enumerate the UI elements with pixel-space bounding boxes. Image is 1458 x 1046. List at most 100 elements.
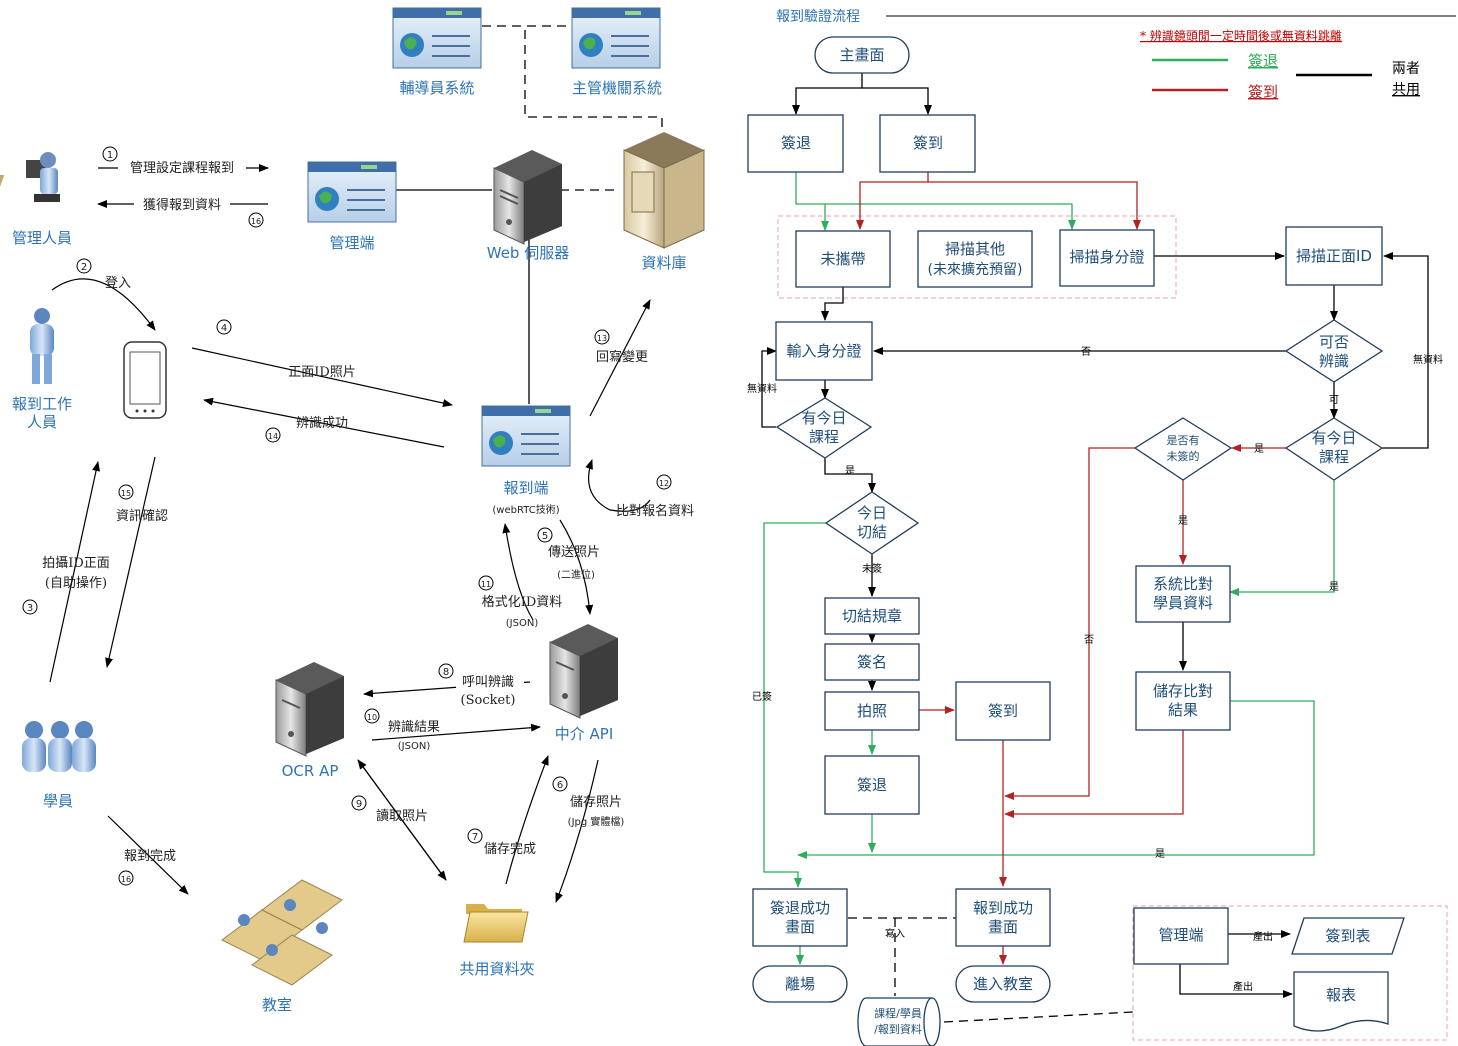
edge-not-signed: 未簽: [862, 562, 882, 575]
node-photo-shape: [824, 691, 920, 731]
node-recog-2: 辨識: [1319, 352, 1349, 370]
node-today-left-shape: [775, 397, 873, 459]
agency-system-icon: [571, 7, 661, 69]
node-unsigned-2: 未簽的: [1167, 449, 1200, 463]
admin-person-label: 管理人員: [12, 229, 72, 247]
step-9-label: 讀取照片: [376, 809, 428, 824]
node-scan-id: 掃描身分證: [1069, 248, 1144, 266]
node-leave: 離場: [785, 975, 815, 993]
edge-yes-2: 是: [1178, 515, 1188, 527]
student-group-icon: [22, 721, 96, 772]
legend: 簽退 簽到 兩者 共用: [1152, 52, 1420, 101]
node-input-id: 輸入身分證: [786, 342, 861, 360]
mobile-phone-icon: [123, 341, 167, 419]
node-checkin2-shape: [955, 681, 1051, 741]
node-enter: 進入教室: [973, 975, 1033, 993]
node-recog-shape: [1284, 319, 1384, 383]
flow-note: * 辨識鏡頭閒一定時間後或無資料跳離: [1140, 28, 1342, 43]
step-5-label: 傳送照片: [548, 545, 600, 560]
database-label: 資料庫: [641, 254, 686, 272]
step-11-label: 格式化ID資料: [482, 594, 563, 610]
node-save-compare-2: 結果: [1168, 701, 1198, 719]
edge-can: 可: [1329, 395, 1339, 406]
step-11-sublabel: (JSON): [506, 618, 539, 629]
node-scan-other-1: 掃描其他: [945, 240, 1005, 258]
legend-shared-1: 兩者: [1392, 61, 1420, 77]
node-main: 主畫面: [839, 46, 884, 64]
node-checkin-ok-2: 畫面: [988, 918, 1018, 936]
ocr-server-icon: [275, 662, 344, 757]
counselor-system-label: 輔導員系統: [399, 79, 474, 97]
step-16a-label: 獲得報到資料: [143, 197, 221, 213]
node-sys-compare-2: 學員資料: [1153, 594, 1213, 612]
node-scan-other-shape: [917, 230, 1033, 288]
edge-no-data-right: 無資料: [1413, 353, 1443, 366]
node-checkout2-shape: [824, 755, 920, 815]
node-scan-other-2: (未來擴充預留): [928, 261, 1023, 278]
middleware-api-icon: [549, 624, 618, 719]
node-report: 報表: [1326, 986, 1356, 1004]
step-7-label: 儲存完成: [484, 842, 536, 857]
node-checkout-shape: [747, 114, 844, 173]
node-today-right-1: 有今日: [1311, 429, 1356, 447]
edge-write: 寫入: [885, 927, 905, 940]
edge-no: 否: [1081, 346, 1091, 358]
flow-title: 報到驗證流程: [776, 8, 860, 25]
web-server-icon: [493, 150, 562, 245]
student-label: 學員: [43, 792, 73, 810]
node-checkout-ok-2: 畫面: [785, 918, 815, 936]
database-icon: [623, 132, 705, 249]
edge-no-2: 否: [1084, 634, 1094, 646]
node-checkout-ok-1: 簽退成功: [770, 899, 830, 917]
edge-yes-3: 是: [1329, 581, 1339, 593]
node-today-left-1: 有今日: [801, 409, 846, 427]
node-main-shape: [814, 36, 910, 74]
node-signin-sheet: 簽到表: [1325, 927, 1370, 945]
step-9-num: 9: [356, 799, 362, 810]
step-10-label: 辨識結果: [388, 720, 440, 735]
node-today-right-shape: [1284, 417, 1384, 481]
edge-yes-4: 是: [845, 465, 855, 477]
step-13-label: 回寫變更: [596, 349, 648, 365]
node-commit-1: 今日: [857, 504, 887, 522]
node-scan-id-shape: [1059, 229, 1155, 287]
node-not-brought: 未攜帶: [820, 250, 865, 268]
step-14-num: 14: [268, 432, 278, 441]
node-commit-2: 切結: [857, 523, 887, 541]
admin-person-icon: [0, 152, 60, 202]
step-4-num: 4: [221, 323, 227, 334]
node-sys-compare-1: 系統比對: [1153, 575, 1213, 593]
node-scan-front: 掃描正面ID: [1296, 247, 1372, 265]
node-checkin-shape: [879, 114, 976, 173]
step-7-num: 7: [472, 832, 478, 843]
node-db-shape: [857, 997, 941, 1046]
node-admin: 管理端: [1158, 926, 1203, 944]
node-checkin-ok-shape: [955, 888, 1051, 947]
edge-signed: 已簽: [752, 690, 772, 703]
node-recog-1: 可否: [1319, 333, 1349, 351]
step-3-label-2: (自助操作): [45, 575, 107, 591]
admin-client-label: 管理端: [329, 234, 374, 252]
node-checkout: 簽退: [781, 134, 811, 152]
web-server-label: Web 伺服器: [487, 244, 569, 262]
step-8-label: 呼叫辨識: [462, 675, 514, 690]
checkin-staff-icon: [30, 308, 54, 384]
node-commit-shape: [824, 491, 920, 555]
node-enter-shape: [955, 965, 1051, 1003]
node-today-right-2: 課程: [1319, 448, 1349, 466]
step-16a-num: 16: [251, 217, 261, 226]
checkin-client-label: 報到端: [503, 479, 548, 497]
step-10-num: 10: [367, 713, 377, 722]
checkin-staff-label-1: 報到工作: [12, 395, 72, 413]
edge-output-1: 產出: [1253, 930, 1273, 943]
node-not-brought-shape: [795, 230, 891, 288]
edge-no-data-left: 無資料: [747, 382, 777, 395]
edge-output-2: 產出: [1233, 980, 1253, 993]
classroom-icon: [221, 879, 343, 986]
step-15-num: 15: [121, 489, 131, 498]
agency-system-label: 主管機關系統: [572, 79, 662, 97]
step-6-sublabel: (Jpg 實體檔): [568, 815, 625, 828]
node-today-left-2: 課程: [809, 428, 839, 446]
node-db-1: 課程/學員: [874, 1006, 922, 1020]
